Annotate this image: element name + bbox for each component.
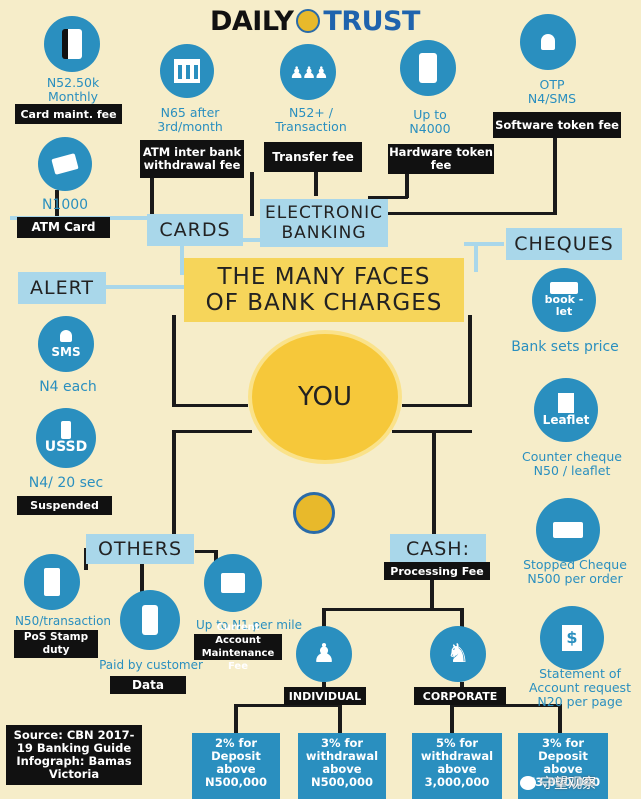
software-label: Software token fee	[493, 112, 621, 138]
corporate-withdrawal-box: 5% for withdrawal above 3,000,000	[412, 733, 502, 799]
pos-value: N50/transaction	[14, 614, 112, 628]
statement-doc-icon: $	[562, 625, 582, 651]
atm-inter-value: N65 after 3rd/month	[157, 105, 223, 134]
card-maint-circle	[44, 16, 100, 72]
person-tie-icon: ♞	[446, 639, 470, 669]
individual-withdrawal-box: 3% for withdrawal above N500,000	[298, 733, 386, 799]
cam-label: Current Account Maintenance Fee	[194, 622, 282, 672]
corporate-label: CORPORATE	[414, 687, 506, 705]
stopped-cheque-value: Stopped Cheque N500 per order	[523, 557, 627, 586]
title-line2: OF BANK CHARGES	[205, 290, 443, 316]
ussd-circle: USSD	[36, 408, 96, 468]
otp-circle	[520, 14, 576, 70]
person-icon: ♟	[312, 639, 336, 669]
card-maint-label: Card maint. fee	[15, 104, 122, 124]
atm-inter-label: ATM inter bank withdrawal fee	[140, 140, 244, 178]
logo: DAILY TRUST	[210, 4, 430, 38]
card-icon	[62, 29, 82, 59]
cheque-book-icon	[550, 282, 578, 294]
statement-circle: $	[540, 606, 604, 670]
category-others: OTHERS	[86, 534, 194, 564]
category-electronic: ELECTRONIC BANKING	[260, 199, 388, 247]
individual-circle: ♟	[296, 626, 352, 682]
pos-terminal-icon	[44, 568, 60, 596]
category-cards: CARDS	[147, 214, 243, 246]
category-cash: CASH:	[390, 534, 486, 564]
pos-circle	[24, 554, 80, 610]
leaflet-icon-label: Leaflet	[542, 413, 590, 427]
ussd-label: Suspended	[17, 496, 112, 515]
hardware-circle	[400, 40, 456, 96]
wechat-icon	[520, 776, 536, 790]
transfer-circle: ♟♟♟	[280, 44, 336, 100]
phone-icon	[61, 421, 71, 439]
title-line1: THE MANY FACES	[217, 264, 431, 290]
sms-icon-label: SMS	[51, 344, 81, 359]
bell-icon	[541, 34, 555, 50]
main-title: THE MANY FACES OF BANK CHARGES	[184, 258, 464, 322]
atm-machine-icon	[221, 573, 245, 593]
booklet-value: Bank sets price	[511, 339, 619, 355]
ussd-value: N4/ 20 sec	[28, 475, 104, 491]
transfer-label: Transfer fee	[264, 142, 362, 172]
transfer-value: N52+ / Transaction	[275, 105, 347, 134]
leaflet-value: Counter cheque N50 / leaflet	[522, 449, 622, 478]
data-value: Paid by customer	[99, 658, 203, 672]
token-device-icon	[419, 53, 437, 83]
atm-card-value: N1000	[41, 197, 89, 213]
otp-value: OTP N4/SMS	[527, 77, 577, 106]
atm-inter-circle	[160, 44, 214, 98]
watermark-text: 守望观察	[540, 776, 596, 792]
corporate-circle: ♞	[430, 626, 486, 682]
cam-value: Up to N1 per mile	[196, 618, 302, 632]
logo-daily: DAILY	[210, 5, 294, 37]
leaflet-circle: Leaflet	[534, 378, 598, 442]
data-circle	[120, 590, 180, 650]
bank-building-icon	[174, 59, 200, 83]
pos-label: PoS Stamp duty	[14, 630, 98, 658]
logo-trust: TRUST	[323, 5, 420, 37]
you-label: YOU	[298, 382, 352, 412]
watermark: 守望观察	[520, 772, 636, 794]
sms-circle: SMS	[38, 316, 94, 372]
cheque-icon	[553, 522, 583, 538]
hand-card-icon	[51, 153, 79, 175]
current-account-circle	[204, 554, 262, 612]
mobile-phone-icon	[142, 605, 158, 635]
hardware-label: Hardware token fee	[388, 144, 494, 174]
you-circle: YOU	[248, 330, 402, 464]
card-maint-value: N52.50k Monthly	[46, 75, 100, 104]
leaflet-icon	[558, 393, 574, 413]
daily-trust-emblem-icon	[293, 492, 335, 534]
bell-icon	[60, 329, 72, 342]
individual-deposit-box: 2% for Deposit above N500,000	[192, 733, 280, 799]
booklet-icon-label: book -let	[544, 293, 584, 318]
category-alert: ALERT	[18, 272, 106, 304]
individual-label: INDIVIDUAL	[284, 687, 366, 705]
logo-emblem-icon	[296, 9, 321, 33]
booklet-circle: book -let	[532, 268, 596, 332]
hardware-value: Up to N4000	[409, 107, 451, 136]
data-label: Data	[110, 676, 186, 694]
stopped-cheque-circle	[536, 498, 600, 562]
source-credit: Source: CBN 2017-19 Banking Guide Infogr…	[6, 725, 142, 785]
statement-value: Statement of Account request N20 per pag…	[529, 666, 631, 709]
atm-card-label: ATM Card	[17, 217, 110, 238]
processing-fee-label: Processing Fee	[384, 562, 490, 580]
atm-card-circle	[38, 137, 92, 191]
ussd-icon-label: USSD	[44, 439, 88, 455]
sms-value: N4 each	[39, 379, 97, 395]
category-cheques: CHEQUES	[506, 228, 622, 260]
people-icon: ♟♟♟	[289, 62, 328, 82]
